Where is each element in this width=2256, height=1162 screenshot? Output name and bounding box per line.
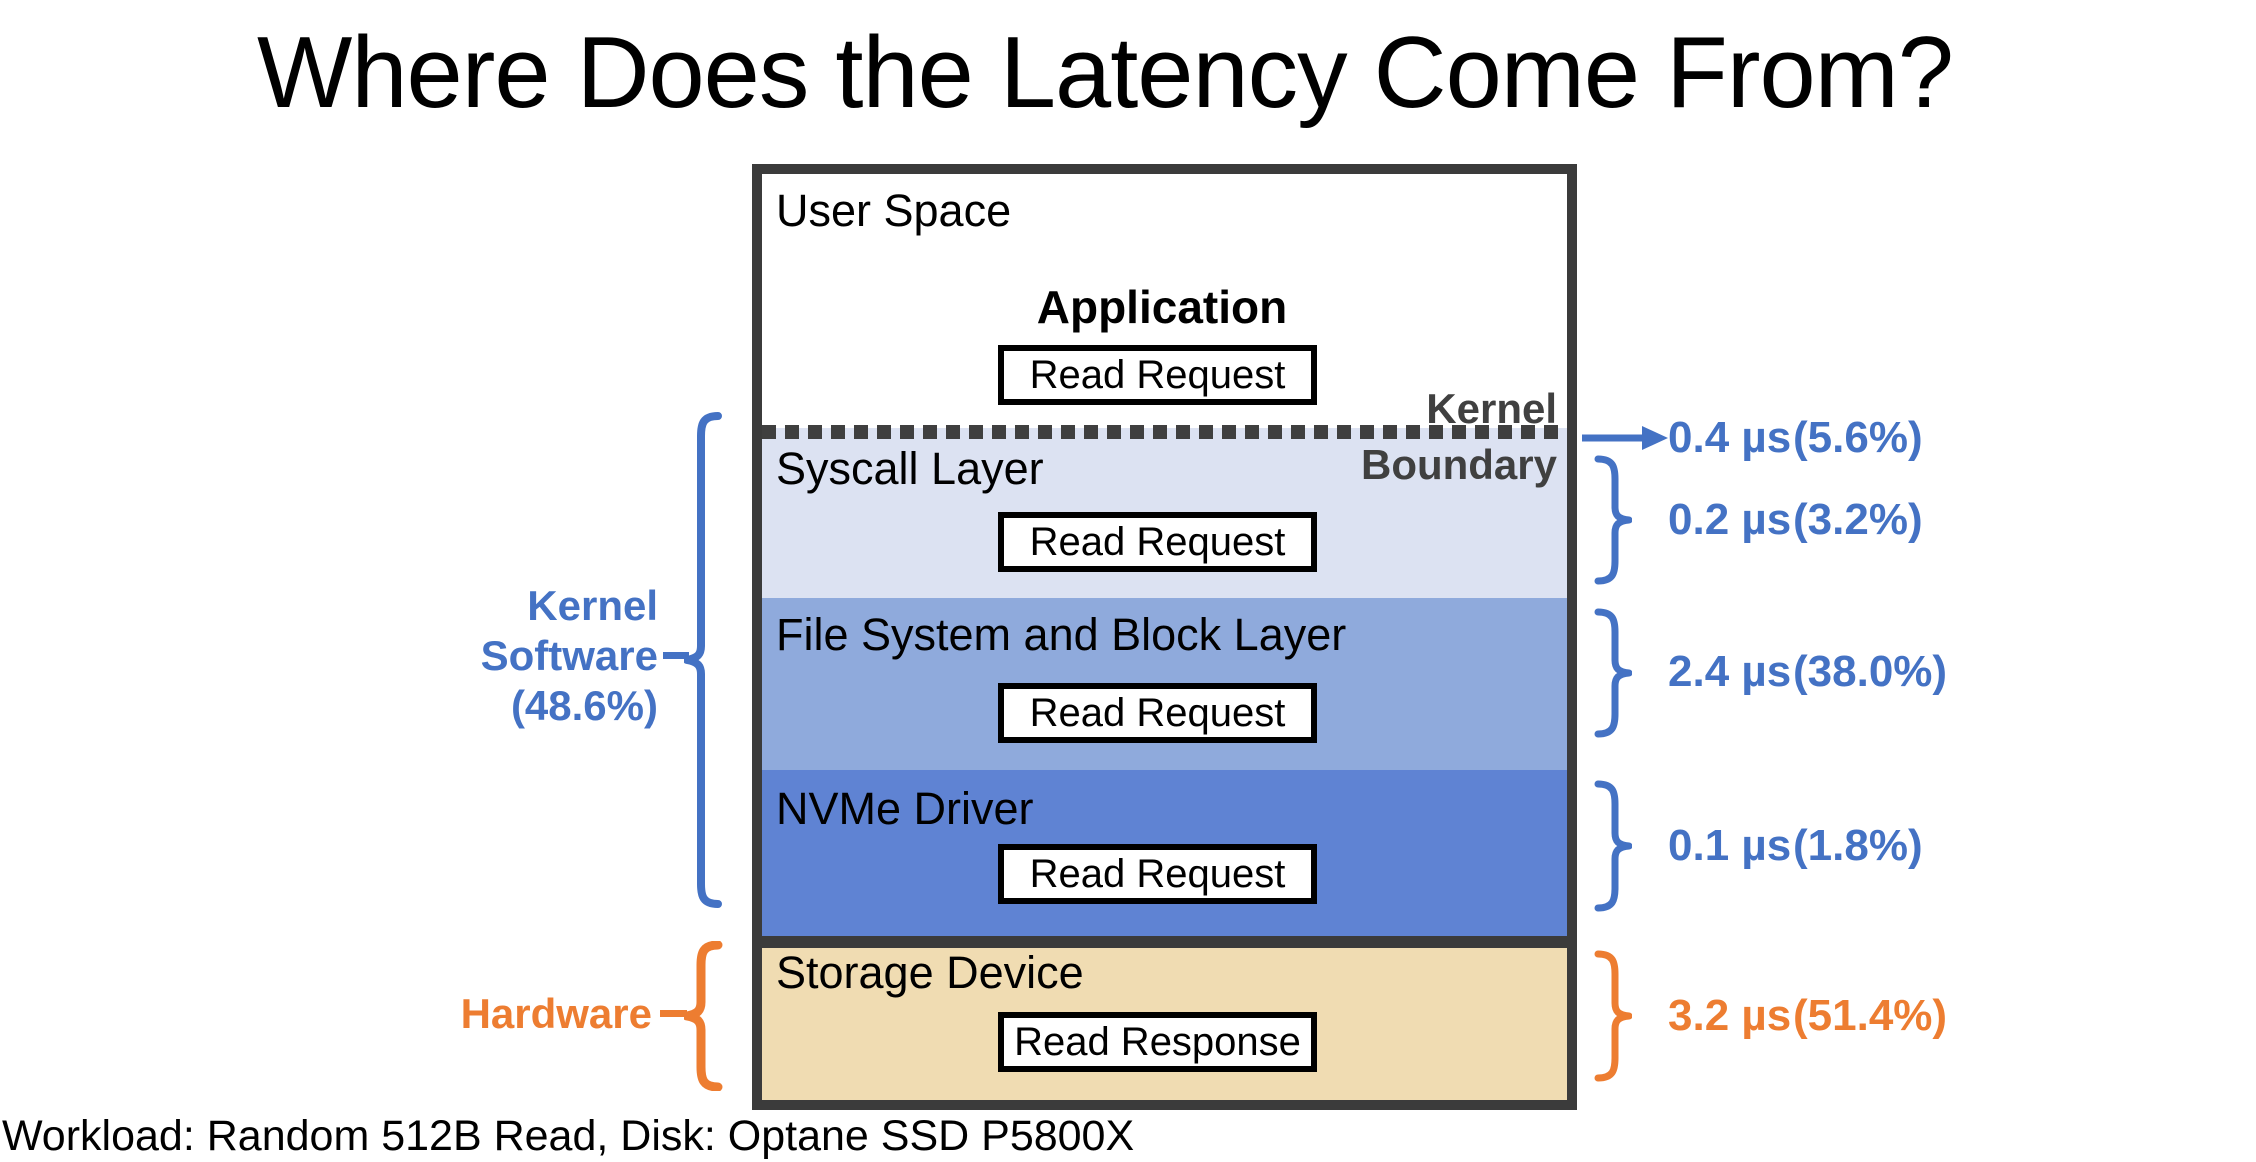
latency-value: 3.2 µs [1668, 991, 1792, 1040]
nvme-driver-label: NVMe Driver [776, 783, 1034, 834]
read-request-label: Read Request [1029, 851, 1286, 896]
latency-value: 2.4 µs [1668, 647, 1792, 696]
syscall-curly-brace [1592, 455, 1633, 590]
user-space-label: User Space [776, 185, 1012, 236]
latency-percent: (1.8%) [1793, 821, 1923, 870]
file-block-layer-label: File System and Block Layer [776, 609, 1347, 660]
application-label: Application [1036, 281, 1288, 333]
syscall-layer-label: Syscall Layer [776, 443, 1044, 494]
kernel-software-connector-dash [663, 652, 689, 659]
hardware-connector-dash [660, 1010, 687, 1017]
read-request-box: Read Request [998, 844, 1317, 904]
hardware-label: Hardware [460, 990, 652, 1037]
latency-syscall-layer: 0.2 µs (3.2%) [1668, 494, 1923, 546]
software-hardware-divider [762, 936, 1567, 948]
read-request-box: Read Request [998, 345, 1317, 405]
read-response-label: Read Response [1014, 1019, 1301, 1064]
workload-caption: Workload: Random 512B Read, Disk: Optane… [2, 1112, 1135, 1160]
latency-value: 0.2 µs [1668, 495, 1792, 544]
storage-device-label: Storage Device [776, 947, 1084, 998]
latency-percent: (51.4%) [1793, 991, 1948, 1040]
latency-kernel-boundary: 0.4 µs (5.6%) [1668, 412, 1923, 464]
storage-stack-diagram: User Space Application Read Request Kern… [752, 164, 1577, 1110]
read-request-box: Read Request [998, 512, 1317, 572]
latency-percent: (5.6%) [1793, 413, 1923, 462]
latency-storage-device: 3.2 µs (51.4%) [1668, 990, 1947, 1042]
latency-file-block-layer: 2.4 µs (38.0%) [1668, 646, 1947, 698]
read-request-label: Read Request [1029, 690, 1286, 735]
latency-percent: (3.2%) [1793, 495, 1923, 544]
storage-curly-brace [1592, 950, 1633, 1087]
slide-title: Where Does the Latency Come From? [257, 17, 1954, 129]
kernel-boundary-dotted-line [762, 425, 1567, 439]
latency-value: 0.1 µs [1668, 821, 1792, 870]
kernel-boundary-label-line2: Boundary [1360, 441, 1557, 488]
kernel-software-label: Kernel Software (48.6%) [480, 582, 658, 729]
read-request-label: Read Request [1029, 352, 1286, 397]
hardware-curly-brace [682, 940, 724, 1096]
kernel-boundary-arrow-icon [1582, 424, 1670, 457]
latency-nvme-driver: 0.1 µs (1.8%) [1668, 820, 1923, 872]
read-request-box: Read Request [998, 683, 1317, 743]
read-request-label: Read Request [1029, 519, 1286, 564]
kernel-software-curly-brace [683, 412, 724, 913]
read-response-box: Read Response [998, 1012, 1317, 1072]
latency-value: 0.4 µs [1668, 413, 1792, 462]
file-block-curly-brace [1592, 608, 1633, 743]
latency-percent: (38.0%) [1793, 647, 1948, 696]
kernel-boundary-label-line1: Kernel [1426, 385, 1557, 432]
nvme-curly-brace [1592, 780, 1633, 917]
